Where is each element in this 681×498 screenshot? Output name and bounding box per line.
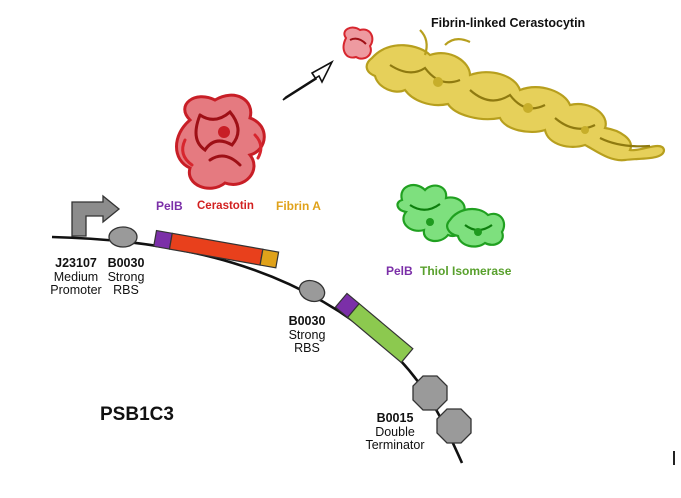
terminator-code: B0015 [376,411,414,425]
rbs-2-label: B0030 Strong RBS [284,314,330,356]
rbs-1-line1: Strong [107,269,145,284]
rbs-1-label: B0030 Strong RBS [104,256,148,298]
fibrin-a-block [259,248,280,269]
terminator-line2: Terminator [365,438,425,452]
cerastotin-protein-structure [175,93,266,190]
promoter-arrow [71,194,121,237]
construct-1-blocks [153,229,280,269]
assembly-arrow [282,60,334,101]
diagram-title: Fibrin-linked Cerastocytin [431,16,586,30]
thiol-isomerase-block [346,302,414,364]
cerastotin-label: Cerastotin [197,200,254,212]
rbs-2-shape [298,279,326,303]
rbs-1-line2: RBS [113,283,139,297]
thiol-isomerase-label: Thiol Isomerase [420,264,512,278]
rbs-2-code: B0030 [288,314,326,328]
thiol-isomerase-protein-structure [396,183,506,248]
pelb-label-1: PelB [156,199,183,213]
promoter-code: J23107 [55,256,97,270]
terminator-octagon-1 [412,375,448,411]
promoter-line1: Medium [53,269,99,284]
fibrin-a-label: Fibrin A [276,199,321,213]
terminator-octagon-2 [436,408,472,444]
terminator-line1: Double [375,424,415,439]
rbs-2-line2: RBS [294,341,320,355]
rbs-1-shape [108,226,138,248]
small-red-protein-structure [342,26,374,60]
edge-mark [673,451,675,465]
rbs-1-code: B0030 [107,256,145,270]
cerastotin-block [168,232,264,266]
terminator-label: B0015 Double Terminator [360,411,430,453]
promoter-line2: Promoter [50,283,102,297]
fibrin-linked-cerastocytin-structure [365,29,666,162]
promoter-label: J23107 Medium Promoter [50,256,102,298]
construct-2-blocks [334,292,414,364]
pelb-label-2: PelB [386,264,413,278]
plasmid-name-label: PSB1C3 [100,404,174,425]
rbs-2-line1: Strong [288,327,326,342]
